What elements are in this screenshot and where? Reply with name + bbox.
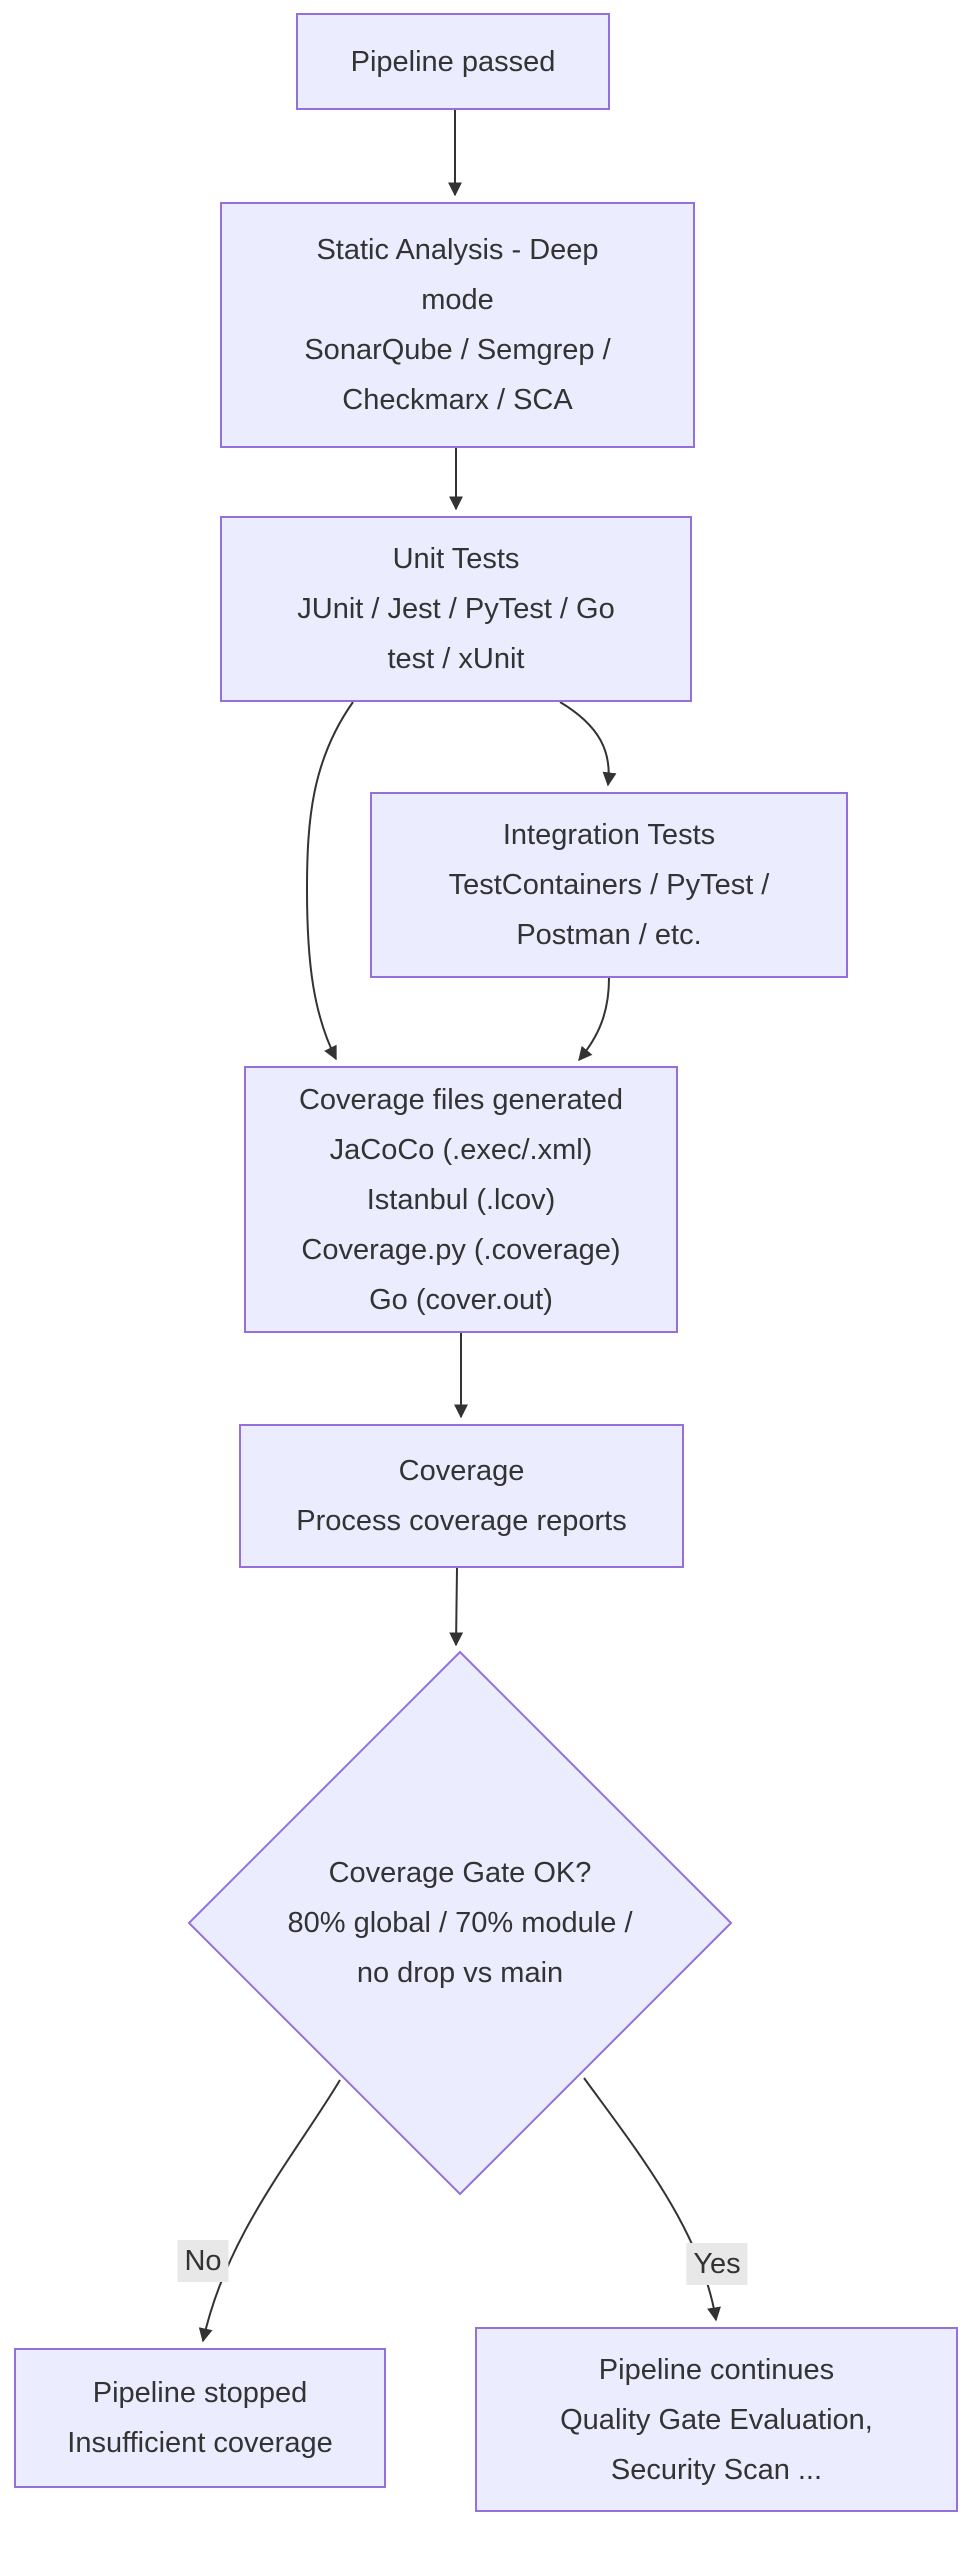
node-coverage-label: Coverage Process coverage reports: [296, 1455, 627, 1537]
node-coverage-files: Coverage files generated JaCoCo (.exec/.…: [244, 1066, 678, 1333]
node-pipeline-stopped-label: Pipeline stopped Insufficient coverage: [67, 2377, 333, 2459]
node-unit-tests-label: Unit Tests JUnit / Jest / PyTest / Go te…: [297, 543, 615, 675]
edge-unit-tests-to-integration-tests: [559, 701, 617, 787]
node-integration-tests: Integration Tests TestContainers / PyTes…: [370, 792, 848, 978]
edge-label-no: No: [177, 2240, 229, 2282]
node-coverage-gate-label: Coverage Gate OK? 80% global / 70% modul…: [287, 1857, 633, 1989]
node-static-analysis-label: Static Analysis - Deep mode SonarQube / …: [304, 234, 611, 416]
node-pipeline-continues: Pipeline continues Quality Gate Evaluati…: [475, 2327, 958, 2512]
edge-integration-tests-to-coverage-files: [578, 977, 610, 1062]
node-integration-tests-label: Integration Tests TestContainers / PyTes…: [448, 819, 770, 951]
node-coverage-gate: Coverage Gate OK? 80% global / 70% modul…: [250, 1848, 670, 1998]
node-pipeline-stopped: Pipeline stopped Insufficient coverage: [14, 2348, 386, 2488]
node-pipeline-passed-label: Pipeline passed: [350, 45, 556, 78]
node-unit-tests: Unit Tests JUnit / Jest / PyTest / Go te…: [220, 516, 692, 702]
edge-label-yes: Yes: [686, 2243, 748, 2285]
edge-unit-tests-to-coverage-files: [305, 701, 354, 1061]
edge-coverage-to-coverage-gate: [449, 1567, 464, 1647]
node-coverage-files-label: Coverage files generated JaCoCo (.exec/.…: [298, 1083, 624, 1316]
edge-coverage-gate-yes-to-pipeline-continues: [583, 2077, 721, 2322]
decision-diamond-shape: [187, 1650, 733, 2196]
edge-coverage-gate-no-to-pipeline-stopped: [198, 2079, 341, 2343]
node-pipeline-passed: Pipeline passed: [296, 13, 610, 110]
node-static-analysis: Static Analysis - Deep mode SonarQube / …: [220, 202, 695, 448]
node-pipeline-continues-label: Pipeline continues Quality Gate Evaluati…: [560, 2353, 873, 2486]
node-coverage: Coverage Process coverage reports: [239, 1424, 684, 1568]
